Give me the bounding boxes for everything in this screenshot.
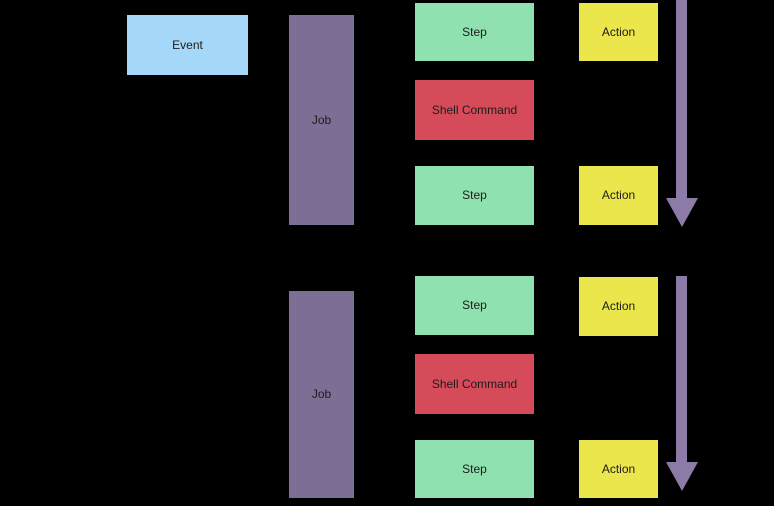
shell-command-node-2: Shell Command: [415, 354, 534, 414]
arrow-shaft: [676, 0, 687, 199]
action-node-3: Action: [579, 277, 658, 336]
arrow-down-icon: [666, 462, 698, 491]
step-node-1: Step: [415, 3, 534, 61]
job-node-2: Job: [289, 291, 354, 498]
arrow-shaft: [676, 276, 687, 463]
shell-command-node-1: Shell Command: [415, 80, 534, 140]
job-node-1: Job: [289, 15, 354, 225]
step-node-2: Step: [415, 166, 534, 225]
event-node: Event: [127, 15, 248, 75]
step-node-3: Step: [415, 276, 534, 335]
action-node-2: Action: [579, 166, 658, 225]
action-node-1: Action: [579, 3, 658, 61]
arrow-down-icon: [666, 198, 698, 227]
step-node-4: Step: [415, 440, 534, 498]
action-node-4: Action: [579, 440, 658, 498]
